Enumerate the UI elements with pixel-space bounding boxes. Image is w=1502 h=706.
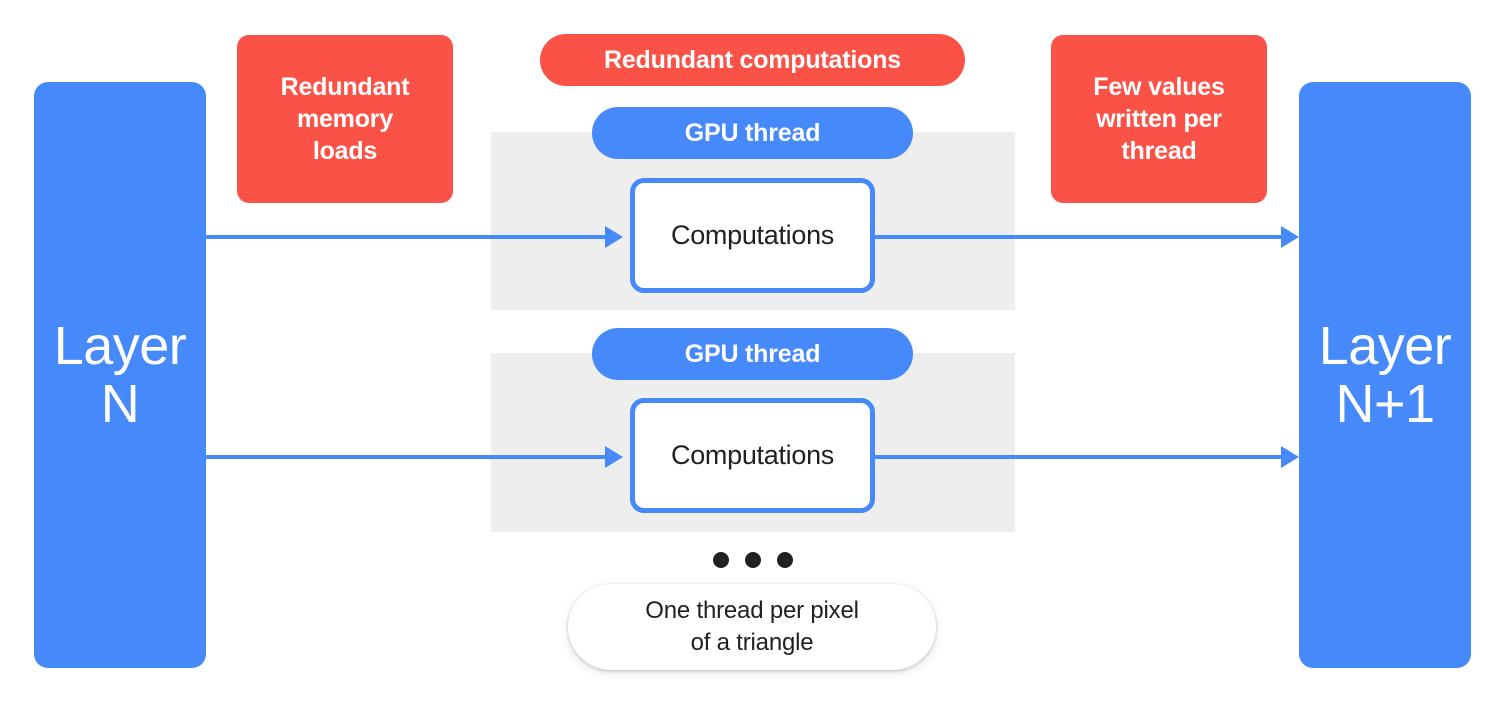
- arrow-line-layer-n-to-thread-2: [206, 455, 618, 459]
- computations-box-2: Computations: [630, 398, 875, 513]
- ellipsis-dot-3: [777, 552, 793, 568]
- arrow-line-layer-n-to-thread-1: [206, 235, 618, 239]
- arrow-head-into-computations-1: [605, 226, 623, 248]
- ellipsis-icon: [713, 551, 793, 569]
- layer-n-block: Layer N: [34, 82, 206, 668]
- gpu-thread-pill-2: GPU thread: [592, 328, 913, 380]
- callout-redundant-computations: Redundant computations: [540, 34, 965, 86]
- callout-redundant-memory-loads: Redundant memory loads: [237, 35, 453, 203]
- arrow-head-into-layer-n1-row-2: [1281, 446, 1299, 468]
- gpu-thread-pill-1: GPU thread: [592, 107, 913, 159]
- arrow-line-thread-2-to-layer-n1: [875, 455, 1286, 459]
- note-one-thread-per-pixel: One thread per pixel of a triangle: [568, 584, 936, 670]
- arrow-head-into-computations-2: [605, 446, 623, 468]
- ellipsis-dot-2: [745, 552, 761, 568]
- computations-box-1: Computations: [630, 178, 875, 293]
- arrow-head-into-layer-n1-row-1: [1281, 226, 1299, 248]
- layer-n-plus-1-block: Layer N+1: [1299, 82, 1471, 668]
- ellipsis-dot-1: [713, 552, 729, 568]
- callout-few-values-written-per-thread: Few values written per thread: [1051, 35, 1267, 203]
- arrow-line-thread-1-to-layer-n1: [875, 235, 1286, 239]
